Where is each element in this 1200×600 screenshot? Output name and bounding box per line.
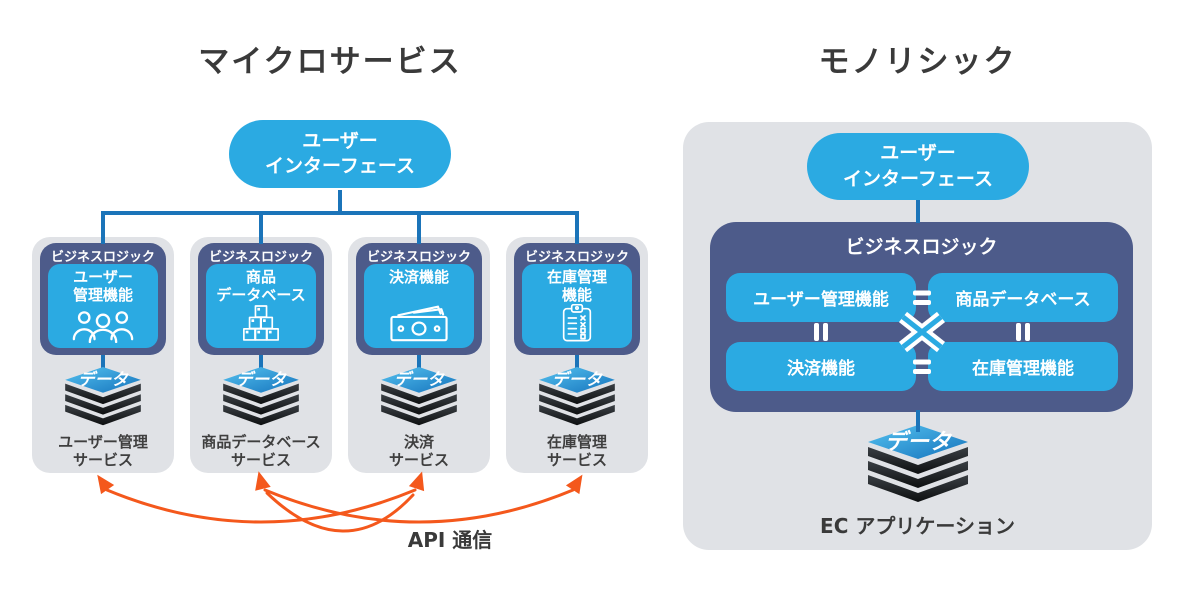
business-logic-label: ビジネスロジック bbox=[366, 250, 471, 265]
service-name-label: ユーザー管理 サービス bbox=[58, 433, 148, 469]
function-box: 在庫管理 機能 bbox=[522, 264, 632, 348]
function-label: 決済機能 bbox=[388, 268, 449, 286]
data-layers-icon: データ bbox=[539, 367, 615, 426]
service-name-label: 商品データベース サービス bbox=[201, 433, 321, 469]
service-name-label: 決済 サービス bbox=[388, 433, 449, 469]
connector-data bbox=[417, 355, 421, 371]
service-card-product-database: ビジネスロジック 商品 データベース bbox=[190, 237, 332, 473]
module-user-management: ユーザー管理機能 bbox=[726, 273, 916, 322]
connector-vertical bbox=[338, 190, 342, 213]
module-inventory: 在庫管理機能 bbox=[928, 342, 1118, 391]
data-layers-icon: データ bbox=[65, 367, 141, 426]
business-logic-label: ビジネスロジック bbox=[524, 250, 629, 265]
connector-data bbox=[101, 355, 105, 371]
boxes-icon bbox=[243, 305, 279, 342]
business-logic-container: ビジネスロジック 決済機能 bbox=[356, 243, 482, 355]
business-logic-container: ビジネスロジック 商品 データベース bbox=[198, 243, 324, 355]
connector-stub bbox=[259, 211, 263, 244]
connector-vertical bbox=[916, 200, 920, 223]
function-box: 商品 データベース bbox=[206, 264, 316, 348]
connector-data bbox=[575, 355, 579, 371]
monolith-title: モノリシック bbox=[818, 44, 1017, 80]
function-label: 商品 データベース bbox=[216, 268, 306, 304]
monolith-card: ユーザー インターフェース ビジネスロジック ユーザー管理機能 商品データベース… bbox=[683, 122, 1152, 550]
function-label: 在庫管理 機能 bbox=[546, 268, 607, 304]
service-card-payment: ビジネスロジック 決済機能 データ bbox=[348, 237, 490, 473]
module-product-database: 商品データベース bbox=[928, 273, 1118, 322]
data-label: データ bbox=[885, 429, 953, 455]
connector-stub bbox=[575, 211, 579, 244]
business-logic-label: ビジネスロジック bbox=[208, 250, 313, 265]
data-layers-icon: データ bbox=[868, 425, 968, 502]
business-logic-label: ビジネスロジック bbox=[50, 250, 155, 265]
ui-box-line1: ユーザー bbox=[302, 129, 378, 152]
arrowhead-icon bbox=[565, 474, 583, 495]
business-logic-container: ビジネスロジック ユーザー 管理機能 bbox=[40, 243, 166, 355]
function-box: 決済機能 bbox=[364, 264, 474, 348]
microservices-title: マイクロサービス bbox=[198, 44, 462, 80]
ui-box-line2: インターフェース bbox=[265, 155, 415, 177]
ui-box-line1: ユーザー bbox=[880, 142, 956, 165]
module-payment: 決済機能 bbox=[726, 342, 916, 391]
business-logic-container: ビジネスロジック ユーザー管理機能 商品データベース 決済機能 在庫管理機能 bbox=[710, 222, 1133, 412]
banknote-icon bbox=[390, 305, 448, 342]
data-label: データ bbox=[78, 370, 129, 389]
arrowhead-icon bbox=[255, 471, 271, 491]
users-icon bbox=[72, 311, 134, 343]
data-layers-icon: データ bbox=[223, 367, 299, 426]
function-box: ユーザー 管理機能 bbox=[48, 264, 158, 348]
data-layers-icon: データ bbox=[381, 367, 457, 426]
data-label: データ bbox=[552, 370, 603, 389]
connector-horizontal bbox=[101, 211, 579, 215]
service-card-inventory: ビジネスロジック 在庫管理 機能 bbox=[506, 237, 648, 473]
ui-box-microservices: ユーザー インターフェース bbox=[229, 120, 451, 188]
clipboard-icon bbox=[562, 304, 592, 342]
service-name-label: 在庫管理 サービス bbox=[546, 433, 607, 469]
connector-stub bbox=[417, 211, 421, 244]
arrowhead-icon bbox=[97, 474, 115, 495]
ui-box-line2: インターフェース bbox=[843, 167, 993, 190]
business-logic-label: ビジネスロジック bbox=[845, 236, 998, 258]
function-label: ユーザー 管理機能 bbox=[72, 268, 133, 304]
data-label: データ bbox=[394, 370, 445, 389]
business-logic-container: ビジネスロジック 在庫管理 機能 bbox=[514, 243, 640, 355]
connector-stub bbox=[101, 211, 105, 244]
connector-vertical bbox=[916, 410, 920, 432]
connector-data bbox=[259, 355, 263, 371]
ui-box-monolith: ユーザー インターフェース bbox=[807, 133, 1029, 200]
arrowhead-icon bbox=[408, 471, 425, 492]
service-card-user-management: ビジネスロジック ユーザー 管理機能 データ ユーザー管理 bbox=[32, 237, 174, 473]
data-label: データ bbox=[236, 370, 287, 389]
ec-application-label: EC アプリケーション bbox=[820, 514, 1015, 538]
api-communication-arrows bbox=[97, 471, 583, 533]
api-communication-label: API 通信 bbox=[407, 528, 493, 552]
